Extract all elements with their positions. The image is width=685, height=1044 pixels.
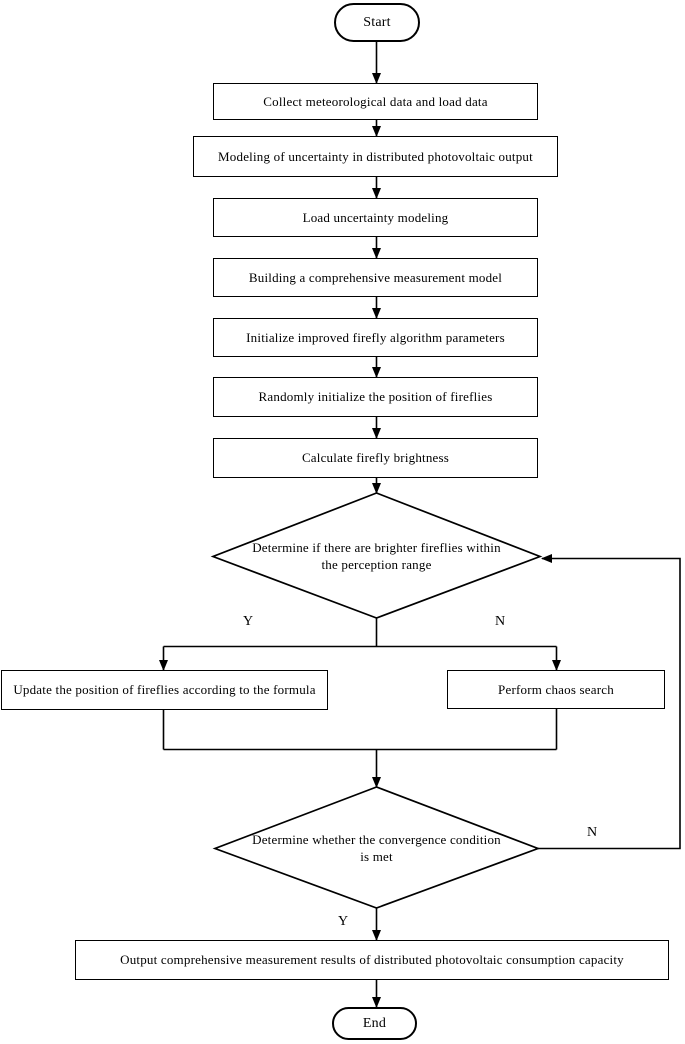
process-update-position-label: Update the position of fireflies accordi… [13,682,316,697]
process-build-model-label: Building a comprehensive measurement mod… [248,269,503,285]
decision-convergence-label: Determine whether the convergence condit… [252,832,501,864]
end-node: End [332,1007,417,1040]
decision-convergence-no-label: N [586,825,598,840]
decision-brighter-no-label: N [494,614,506,629]
process-chaos-search-label: Perform chaos search [498,681,614,697]
process-pv-uncertainty-label: Modeling of uncertainty in distributed p… [218,148,533,164]
process-collect-data-label: Collect meteorological data and load dat… [263,93,488,109]
process-pv-uncertainty: Modeling of uncertainty in distributed p… [193,136,558,177]
process-random-init: Randomly initialize the position of fire… [213,377,538,417]
decision-convergence-yes-label: Y [337,914,349,929]
process-load-uncertainty: Load uncertainty modeling [213,198,538,237]
process-chaos-search: Perform chaos search [447,670,665,709]
process-init-params-label: Initialize improved firefly algorithm pa… [246,329,505,345]
process-init-params: Initialize improved firefly algorithm pa… [213,318,538,357]
start-label: Start [363,14,391,30]
decision-brighter-label: Determine if there are brighter fireflie… [252,540,501,572]
edge-loopback [538,554,681,850]
process-random-init-label: Randomly initialize the position of fire… [258,389,493,404]
process-calc-brightness: Calculate firefly brightness [213,438,538,478]
start-node: Start [334,3,420,42]
process-build-model: Building a comprehensive measurement mod… [213,258,538,297]
process-output-results: Output comprehensive measurement results… [75,940,669,980]
process-output-results-label: Output comprehensive measurement results… [120,952,624,967]
process-update-position: Update the position of fireflies accordi… [1,670,328,710]
process-collect-data: Collect meteorological data and load dat… [213,83,538,120]
process-calc-brightness-label: Calculate firefly brightness [301,450,450,465]
decision-brighter-yes-label: Y [242,614,254,629]
end-label: End [362,1015,387,1031]
process-load-uncertainty-label: Load uncertainty modeling [302,209,449,225]
